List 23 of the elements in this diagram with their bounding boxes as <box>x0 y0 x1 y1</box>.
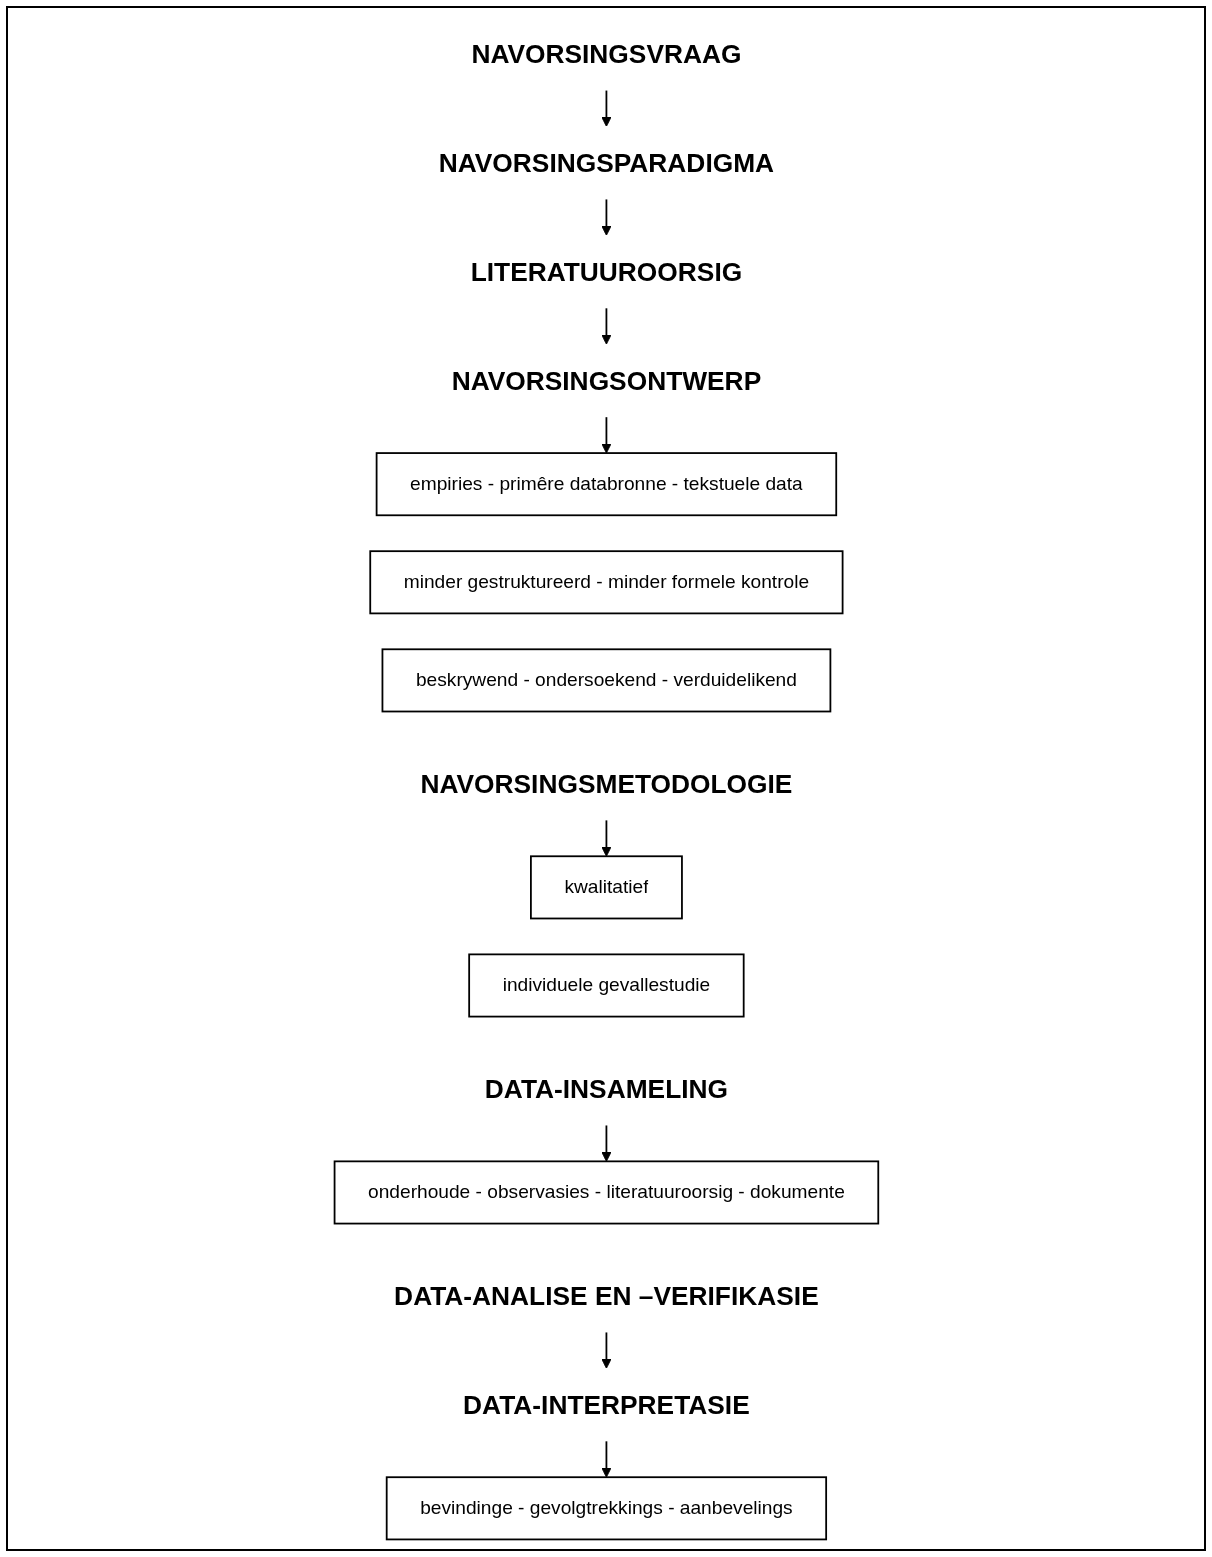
node-text: DATA-ANALISE EN –VERIFIKASIE <box>393 1281 819 1311</box>
node-box: onderhoude - observasies - literatuuroorsig - dokumente <box>333 1160 879 1225</box>
node-text: NAVORSINGSPARADIGMA <box>438 147 774 178</box>
node-box: individuele gevallestudie <box>467 953 745 1018</box>
node-box: minder gestruktureerd - minder formele kontrole <box>368 550 844 615</box>
node-text: NAVORSINGSVRAAG <box>470 39 742 70</box>
arrow <box>600 1331 612 1369</box>
arrow <box>600 416 612 454</box>
arrow <box>600 89 612 127</box>
node-box: bevindinge - gevolgtrekkings - aanbevelings <box>385 1476 827 1541</box>
node-box: empiries - primêre databronne - tekstuele data <box>375 452 837 517</box>
node-box: beskrywend - ondersoekend - verduidelikend <box>381 648 831 713</box>
node-text: LITERATUUROORSIG <box>470 256 742 287</box>
arrow <box>600 307 612 345</box>
arrow <box>600 819 612 857</box>
node-box: kwalitatief <box>529 855 683 920</box>
arrow <box>600 198 612 236</box>
node-text: DATA-INTERPRETASIE <box>462 1389 750 1420</box>
node-text: DATA-INSAMELING <box>484 1074 728 1104</box>
node-text: NAVORSINGSMETODOLOGIE <box>420 768 792 799</box>
node-text: NAVORSINGSONTWERP <box>451 365 761 396</box>
arrow <box>600 1440 612 1478</box>
arrow <box>600 1124 612 1162</box>
